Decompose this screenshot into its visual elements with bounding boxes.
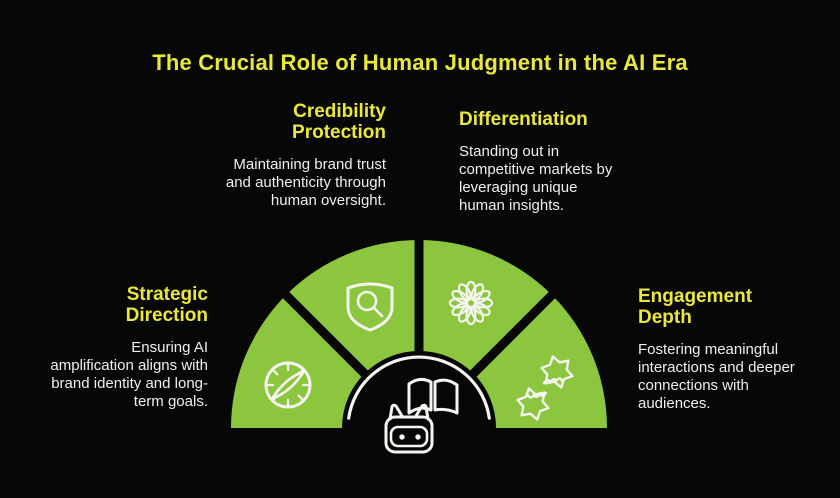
segment-dividers: [270, 222, 568, 435]
shield-magnifier-icon: [346, 282, 394, 332]
open-book-icon: [407, 377, 459, 415]
fan-segment-engagement: [473, 295, 607, 428]
robot-head-icon: [384, 403, 434, 454]
fan-segment-credibility: [286, 239, 419, 374]
fan-segment-strategic: [230, 295, 365, 428]
page-title: The Crucial Role of Human Judgment in th…: [152, 50, 688, 75]
segment-heading: Engagement Depth: [638, 286, 753, 328]
flower-icon: [448, 280, 494, 326]
segment-description: Maintaining brand trust and authenticity…: [225, 156, 386, 209]
segment-text-credibility: Credibility Protection Maintaining brand…: [176, 101, 386, 210]
segment-heading: Strategic Direction: [125, 284, 208, 326]
segment-heading: Differentiation: [459, 109, 588, 130]
segment-description: Ensuring AI amplification aligns with br…: [50, 339, 208, 410]
segment-text-engagement: Engagement Depth Fostering meaningful in…: [638, 286, 838, 413]
inner-rim-arc: [347, 355, 491, 420]
segment-description: Fostering meaningful interactions and de…: [638, 341, 795, 412]
segment-text-strategic: Strategic Direction Ensuring AI amplific…: [8, 284, 208, 411]
segment-description: Standing out in competitive markets by l…: [459, 143, 613, 214]
compass-icon: [264, 361, 312, 409]
segment-text-differentiation: Differentiation Standing out in competit…: [459, 109, 659, 215]
segment-heading: Credibility Protection: [292, 101, 386, 143]
jagged-leaves-icon: [512, 355, 574, 423]
